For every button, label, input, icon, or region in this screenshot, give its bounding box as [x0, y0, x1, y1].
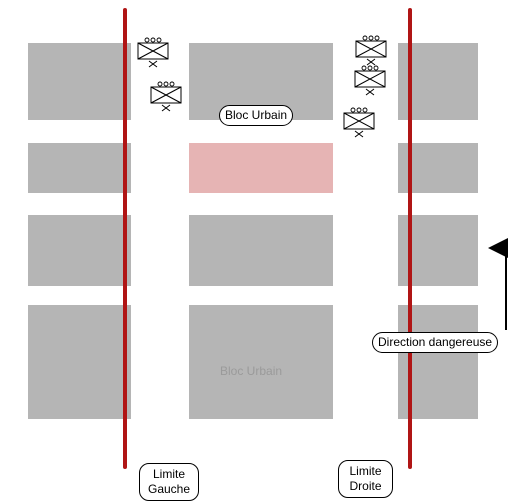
- urban-block: [28, 143, 131, 193]
- urban-block: [189, 215, 333, 286]
- urban-block: [28, 215, 131, 286]
- direction-dangereuse-label: Direction dangereuse: [372, 332, 499, 353]
- bloc-urbain-label: Bloc Urbain: [219, 105, 294, 126]
- limite-droite-line2: Droite: [349, 479, 382, 493]
- barracks-sign-icon: [343, 107, 375, 138]
- barracks-sign-icon: [137, 37, 169, 68]
- urban-block: [28, 43, 131, 120]
- limite-gauche-label: Limite Gauche: [139, 463, 199, 501]
- limite-droite-label: Limite Droite: [338, 460, 393, 498]
- barracks-sign-icon: [355, 35, 387, 66]
- highlighted-urban-block: [189, 143, 333, 193]
- barracks-sign-icon: [354, 65, 386, 96]
- urban-block: [189, 305, 333, 419]
- limite-droite-line1: Limite: [349, 464, 382, 478]
- limite-gauche-line1: Limite: [152, 467, 185, 481]
- barracks-sign-icon: [150, 81, 182, 112]
- limite-gauche-line2: Gauche: [147, 482, 191, 496]
- bloc-urbain-faint-label: Bloc Urbain: [220, 364, 283, 378]
- urban-block: [28, 305, 131, 419]
